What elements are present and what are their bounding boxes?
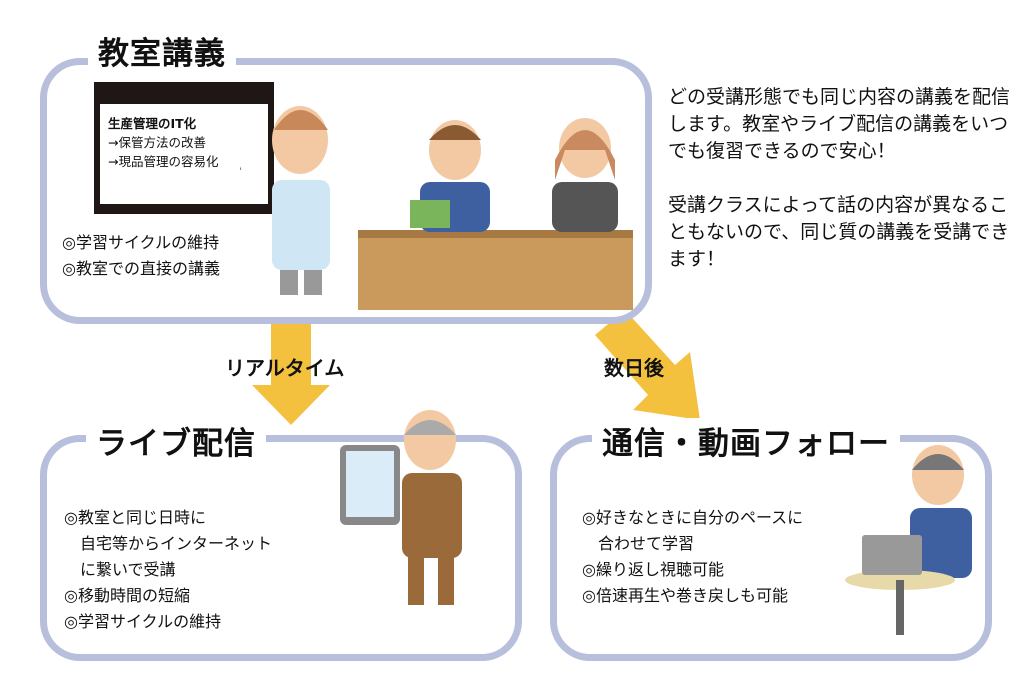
- bullet: ◎繰り返し視聴可能: [582, 560, 724, 579]
- days-later-label: 数日後: [604, 356, 664, 380]
- laptop-icon: [862, 535, 922, 575]
- classroom-title: 教室講義: [88, 28, 236, 73]
- ondemand-title: 通信・動画フォロー: [592, 418, 900, 463]
- bullet: ◎学習サイクルの維持: [62, 233, 220, 252]
- classroom-illustration: [240, 106, 633, 310]
- board-heading: 生産管理のIT化: [108, 116, 197, 131]
- description-para1: どの受講形態でも同じ内容の講義を配信します。教室やライブ配信の講義をいつでも復習…: [668, 86, 1011, 162]
- bullet: ◎教室での直接の講義: [62, 259, 220, 278]
- bullet: ◎移動時間の短縮: [64, 586, 190, 605]
- teacher-figure: [240, 106, 330, 295]
- realtime-label: リアルタイム: [225, 356, 345, 380]
- description: どの受講形態でも同じ内容の講義を配信します。教室やライブ配信の講義をいつでも復習…: [668, 84, 1018, 273]
- whiteboard: 生産管理のIT化 →保管方法の改善 →現品管理の容易化: [94, 82, 274, 214]
- bullet: ◎学習サイクルの維持: [64, 612, 222, 631]
- ondemand-illustration: [845, 445, 972, 635]
- bullet: ◎倍速再生や巻き戻しも可能: [582, 586, 788, 605]
- arrow-days-later: [595, 310, 700, 420]
- student-female: [552, 118, 618, 232]
- board-line: →保管方法の改善: [108, 135, 206, 150]
- description-para2: 受講クラスによって話の内容が異なることもないので、同じ質の講義を受講できます！: [668, 194, 1010, 270]
- classroom-bullets: ◎学習サイクルの維持 ◎教室での直接の講義: [62, 230, 220, 282]
- live-bullets: ◎教室と同じ日時に 自宅等からインターネット に繋いで受講 ◎移動時間の短縮 ◎…: [64, 505, 272, 635]
- live-illustration: [340, 410, 462, 605]
- student-male: [410, 120, 490, 232]
- bullet: ◎好きなときに自分のペースに 合わせて学習: [582, 508, 804, 553]
- bullet: ◎教室と同じ日時に 自宅等からインターネット に繋いで受講: [64, 508, 273, 579]
- live-title: ライブ配信: [86, 418, 266, 463]
- ondemand-bullets: ◎好きなときに自分のペースに 合わせて学習 ◎繰り返し視聴可能 ◎倍速再生や巻き…: [582, 505, 803, 609]
- board-line: →現品管理の容易化: [108, 154, 219, 169]
